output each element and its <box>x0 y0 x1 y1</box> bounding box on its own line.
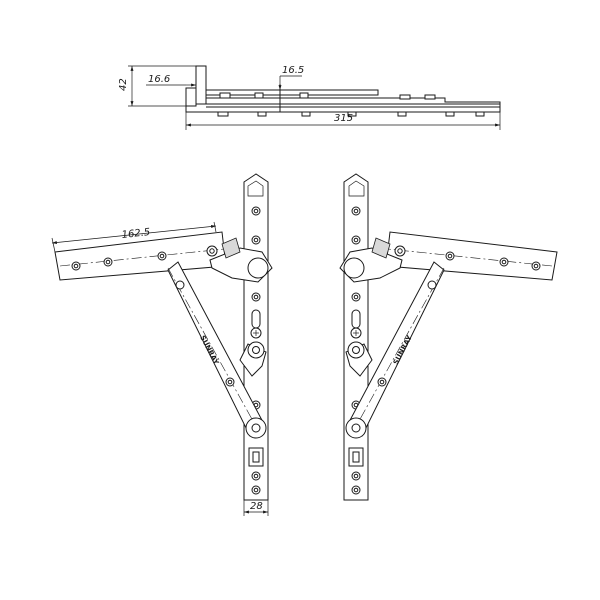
side-view-middle-rail <box>206 97 501 108</box>
side-view: 42 16.6 16.5 315 <box>118 65 501 130</box>
dimension-thickness-label: 16.5 <box>282 65 304 76</box>
right-hinge-slot <box>351 309 361 329</box>
left-hinge-arm-holes <box>71 245 218 271</box>
left-hinge-pivot <box>247 257 269 279</box>
right-hinge-screw <box>350 327 362 339</box>
dimension-arm-length-label: 162.5 <box>121 227 151 241</box>
left-hinge-screw <box>250 327 262 339</box>
dimension-height: 42 <box>118 65 196 107</box>
side-view-bottom-rail <box>185 106 501 113</box>
right-hinge-arm <box>385 231 558 281</box>
left-hinge-arm <box>54 231 227 281</box>
dimension-offset-label: 16.6 <box>148 74 170 85</box>
side-view-top-rail <box>206 89 379 96</box>
dimension-offset: 16.6 <box>146 74 196 87</box>
side-view-bracket <box>195 65 207 105</box>
right-hinge-arm-holes <box>394 245 541 271</box>
left-hinge-slot <box>251 309 261 329</box>
right-hinge-pivot <box>343 257 365 279</box>
dimension-arm-length: 162.5 <box>51 221 217 253</box>
left-hinge: SUNRAY 162.5 28 <box>51 173 273 516</box>
dimension-length: 315 <box>185 112 501 130</box>
dimension-height-label: 42 <box>118 78 129 91</box>
side-view-rivets <box>217 92 485 117</box>
dimension-length-label: 315 <box>334 113 353 124</box>
dimension-width-label: 28 <box>250 501 263 512</box>
dimension-width: 28 <box>243 500 269 516</box>
left-hinge-track-holes <box>251 206 261 495</box>
right-hinge: SUNRAY <box>339 173 558 501</box>
side-view-stub <box>185 87 197 107</box>
dimension-thickness: 16.5 <box>278 65 304 90</box>
